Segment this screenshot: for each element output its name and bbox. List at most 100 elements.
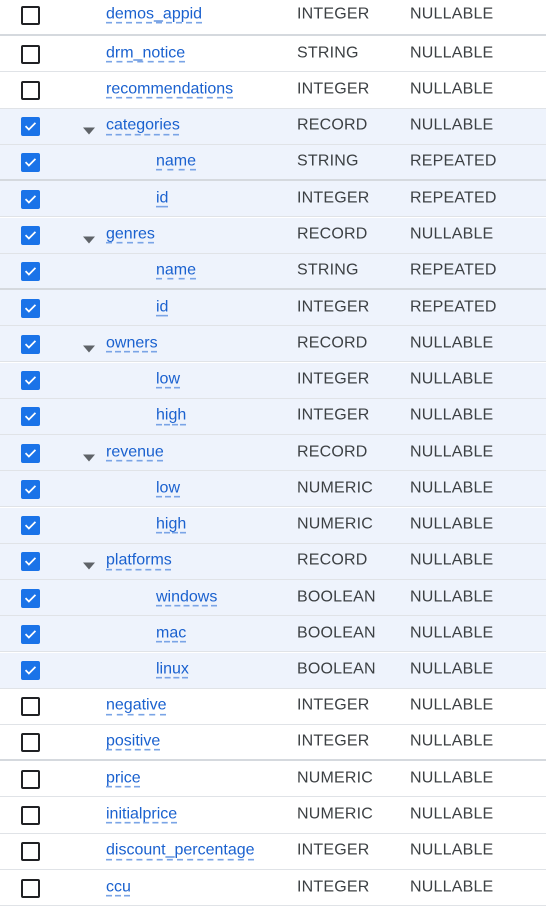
field-name-link[interactable]: discount_percentage [106,841,255,859]
select-field-checkbox[interactable] [21,407,40,427]
field-mode: NULLABLE [410,479,494,497]
check-icon [24,158,37,167]
caret-down-icon[interactable] [82,449,96,461]
select-field-checkbox[interactable] [21,624,40,644]
select-field-checkbox[interactable] [21,6,40,25]
field-name-link[interactable]: price [106,769,141,787]
field-mode: NULLABLE [410,116,494,134]
select-field-checkbox[interactable] [21,806,40,825]
field-mode: NULLABLE [410,696,494,714]
field-name-link[interactable]: demos_appid [106,5,203,23]
select-field-checkbox[interactable] [21,117,40,137]
field-name-link[interactable]: name [156,261,197,279]
field-type: NUMERIC [297,769,374,787]
select-field-checkbox[interactable] [21,842,40,862]
select-field-checkbox[interactable] [21,44,40,64]
select-field-checkbox[interactable] [21,878,40,898]
field-name-link[interactable]: id [156,298,169,316]
field-name-link[interactable]: categories [106,116,180,134]
field-name-link[interactable]: mac [156,624,187,642]
select-field-checkbox[interactable] [21,443,40,463]
field-mode: NULLABLE [410,660,494,678]
field-name-link[interactable]: low [156,479,181,497]
field-name-link[interactable]: high [156,406,187,424]
field-mode: NULLABLE [410,769,494,787]
select-field-checkbox[interactable] [21,516,40,535]
check-icon [24,485,37,494]
caret-down-icon[interactable] [82,231,96,244]
field-name-link[interactable]: drm_notice [106,44,186,62]
field-name-link[interactable]: name [156,152,197,170]
field-name-link[interactable]: initialprice [106,805,178,823]
field-name-link[interactable]: revenue [106,443,164,461]
field-mode: NULLABLE [410,841,494,859]
field-mode: REPEATED [410,152,497,170]
field-type: RECORD [297,551,368,569]
field-name-link[interactable]: id [156,189,169,207]
select-field-checkbox[interactable] [21,697,40,717]
field-name-link[interactable]: windows [156,588,218,606]
select-field-checkbox[interactable] [21,261,40,281]
field-mode: NULLABLE [410,732,494,750]
select-field-checkbox[interactable] [21,552,40,572]
field-name-link[interactable]: low [156,370,181,388]
field-name-link[interactable]: negative [106,696,167,714]
schema-row[interactable]: negative INTEGER NULLABLE [0,688,546,725]
select-field-checkbox[interactable] [21,189,40,209]
select-field-checkbox[interactable] [21,769,40,789]
field-type: RECORD [297,225,368,243]
field-type: INTEGER [297,298,370,316]
field-name-link[interactable]: platforms [106,551,172,569]
select-field-checkbox[interactable] [21,334,40,354]
field-type: INTEGER [297,878,370,896]
caret-down-icon[interactable] [82,557,96,570]
caret-down-icon[interactable] [82,340,96,353]
select-field-checkbox[interactable] [21,226,40,245]
select-field-checkbox[interactable] [21,588,40,608]
field-name-link[interactable]: linux [156,660,189,678]
field-name-link[interactable]: positive [106,732,161,750]
select-field-checkbox[interactable] [21,298,40,318]
field-name-link[interactable]: high [156,515,187,533]
field-name-link[interactable]: genres [106,225,155,243]
select-field-checkbox[interactable] [21,81,40,100]
select-field-checkbox[interactable] [21,153,40,172]
select-field-checkbox[interactable] [21,661,40,680]
field-name-link[interactable]: ccu [106,878,131,896]
field-name-link[interactable]: owners [106,334,158,352]
select-field-checkbox[interactable] [21,479,40,499]
check-icon [24,195,37,204]
select-field-checkbox[interactable] [21,371,40,390]
select-field-checkbox[interactable] [21,733,40,752]
field-mode: NULLABLE [410,5,494,23]
schema-row[interactable]: price NUMERIC NULLABLE [0,761,546,798]
check-icon [24,448,37,458]
field-name-link[interactable]: recommendations [106,80,234,98]
field-type: INTEGER [297,696,370,714]
caret-down-icon[interactable] [82,122,96,135]
